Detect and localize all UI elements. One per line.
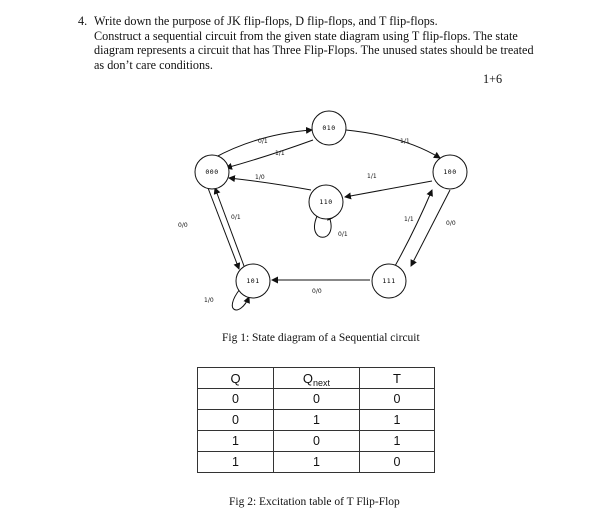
edge-label: 0/1 xyxy=(338,231,348,238)
table-cell: 0 xyxy=(197,388,274,410)
table-cell: 1 xyxy=(359,430,435,452)
question-line: Construct a sequential circuit from the … xyxy=(94,28,518,43)
table-header-row: Q Qnext T xyxy=(197,367,435,389)
header-qnext-main: Q xyxy=(302,370,314,386)
state-label: 010 xyxy=(322,124,335,132)
table-caption: Fig 2: Excitation table of T Flip-Flop xyxy=(229,496,400,508)
table-row: 1 1 0 xyxy=(197,451,435,473)
state-100: 100 xyxy=(432,154,468,190)
state-diagram: 000 010 100 110 101 111 0/1 1/1 1/1 1/0 … xyxy=(178,110,468,311)
edge-000-010 xyxy=(213,126,313,159)
state-000: 000 xyxy=(194,154,230,190)
header-t: T xyxy=(359,367,435,389)
edge-label: 0/0 xyxy=(178,222,188,229)
table-cell: 0 xyxy=(273,430,360,452)
edge-111-100 xyxy=(394,189,433,267)
question-line: Write down the purpose of JK flip-flops,… xyxy=(94,14,438,28)
table-cell: 1 xyxy=(359,409,435,431)
header-qnext: Qnext xyxy=(273,367,360,389)
question-line: diagram represents a circuit that has Th… xyxy=(94,43,534,58)
table-cell: 1 xyxy=(197,451,274,473)
question-line: as don’t care conditions. xyxy=(94,57,213,72)
state-label: 110 xyxy=(319,198,332,206)
table-cell: 0 xyxy=(359,451,435,473)
edge-label: 1/1 xyxy=(367,173,377,180)
excitation-table: Q Qnext T 0 0 0 0 1 1 1 0 1 1 1 0 xyxy=(197,367,435,473)
table-cell: 0 xyxy=(273,388,360,410)
table-row: 1 0 1 xyxy=(197,430,435,452)
edge-label: 0/0 xyxy=(312,288,322,295)
edge-101-self xyxy=(231,288,250,311)
edge-label: 1/1 xyxy=(275,150,285,157)
edge-100-110 xyxy=(344,180,433,200)
edge-label: 1/1 xyxy=(404,216,414,223)
state-label: 101 xyxy=(246,277,259,285)
edge-label: 1/1 xyxy=(400,138,410,145)
edge-label: 0/1 xyxy=(231,214,241,221)
header-qnext-subscript: next xyxy=(313,377,331,388)
marks: 1+6 xyxy=(483,72,503,86)
state-101: 101 xyxy=(235,263,271,299)
figure-caption: Fig 1: State diagram of a Sequential cir… xyxy=(222,332,420,344)
edge-label: 1/0 xyxy=(255,174,265,181)
table-row: 0 1 1 xyxy=(197,409,435,431)
edge-100-111 xyxy=(410,189,451,267)
edge-000-101 xyxy=(207,187,241,270)
state-111: 111 xyxy=(371,263,407,299)
table-cell: 1 xyxy=(273,409,360,431)
edge-110-self xyxy=(314,213,334,238)
edge-101-000 xyxy=(213,187,245,267)
table-cell: 1 xyxy=(197,430,274,452)
state-110: 110 xyxy=(308,184,344,220)
state-label: 000 xyxy=(205,168,218,176)
table-cell: 1 xyxy=(273,451,360,473)
edge-label: 0/1 xyxy=(258,138,268,145)
edge-110-000 xyxy=(228,175,312,191)
state-label: 111 xyxy=(382,277,395,285)
header-q: Q xyxy=(197,367,274,389)
edge-010-100 xyxy=(345,129,441,159)
edge-label: 0/0 xyxy=(446,220,456,227)
table-row: 0 0 0 xyxy=(197,388,435,410)
edge-label: 1/0 xyxy=(204,297,214,304)
question-number: 4. xyxy=(78,14,88,28)
state-010: 010 xyxy=(311,110,347,146)
state-label: 100 xyxy=(443,168,456,176)
table-cell: 0 xyxy=(359,388,435,410)
edge-010-000 xyxy=(225,139,314,170)
table-cell: 0 xyxy=(197,409,274,431)
